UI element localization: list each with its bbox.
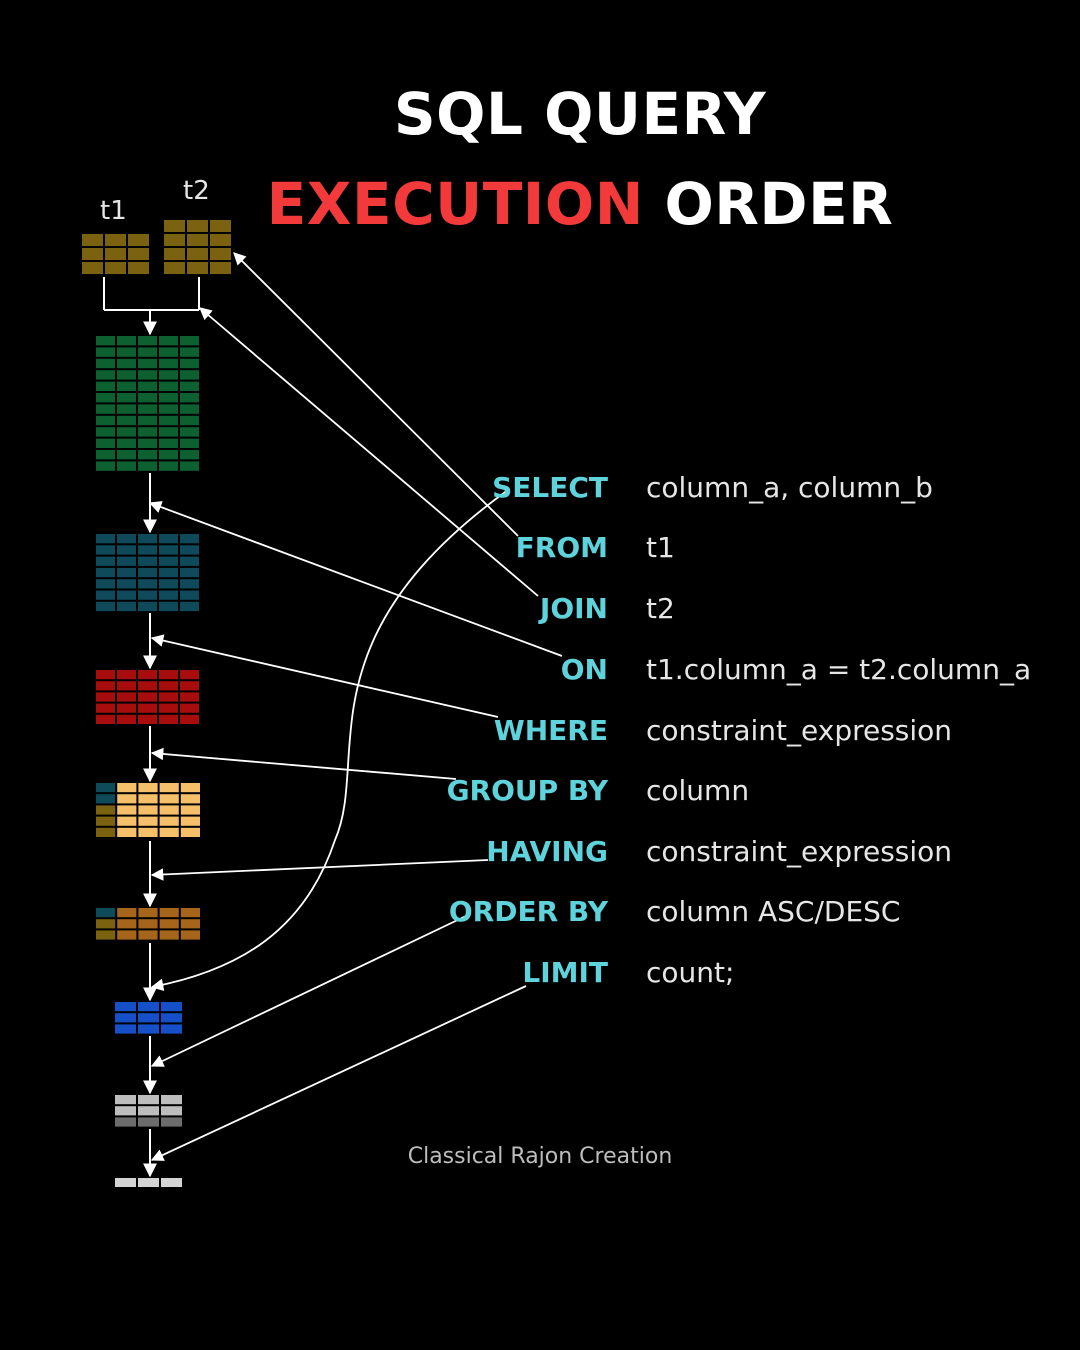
table-t2-icon xyxy=(164,220,231,274)
pointer-having xyxy=(150,859,489,881)
expression-limit: count; xyxy=(646,956,735,989)
keyword-groupby: GROUP BY xyxy=(446,774,608,807)
table-t1-icon xyxy=(82,234,149,274)
keyword-select: SELECT xyxy=(492,471,608,504)
pointer-limit xyxy=(150,985,527,1161)
keyword-from: FROM xyxy=(515,531,608,564)
title-rest: ORDER xyxy=(664,170,894,238)
expression-where: constraint_expression xyxy=(646,714,953,747)
title-line-2: EXECUTION ORDER xyxy=(0,170,1080,238)
keyword-orderby: ORDER BY xyxy=(448,895,608,928)
expression-join: t2 xyxy=(646,592,675,625)
expression-having: constraint_expression xyxy=(646,835,953,868)
title-highlight: EXECUTION xyxy=(266,170,644,238)
groupby-result-table xyxy=(96,783,200,837)
keyword-where: WHERE xyxy=(493,714,608,747)
title-line-1: SQL QUERY xyxy=(393,80,767,148)
pointer-join xyxy=(199,307,539,597)
expression-select: column_a, column_b xyxy=(646,471,933,504)
pointer-orderby xyxy=(150,915,467,1067)
having-result-table xyxy=(96,908,200,940)
table-label-t1: t1 xyxy=(100,196,127,226)
pointer-groupby xyxy=(150,747,457,780)
keyword-having: HAVING xyxy=(486,835,608,868)
join-result-table xyxy=(96,336,199,471)
where-result-table xyxy=(96,670,199,724)
expression-orderby: column ASC/DESC xyxy=(646,895,901,928)
pointer-from xyxy=(233,252,519,537)
expression-on: t1.column_a = t2.column_a xyxy=(646,653,1032,686)
keyword-on: ON xyxy=(560,653,608,686)
credit-text: Classical Rajon Creation xyxy=(407,1144,673,1169)
on-result-table xyxy=(96,534,199,612)
pointer-on xyxy=(148,501,563,657)
select-result-table xyxy=(115,1002,182,1034)
pointer-where xyxy=(150,634,499,718)
keyword-limit: LIMIT xyxy=(522,956,608,989)
keyword-join: JOIN xyxy=(539,592,608,625)
pointer-select xyxy=(150,489,509,992)
expression-from: t1 xyxy=(646,531,675,564)
orderby-result-table xyxy=(115,1095,182,1127)
limit-result-table xyxy=(115,1178,182,1187)
expression-groupby: column xyxy=(646,774,750,807)
table-label-t2: t2 xyxy=(183,176,210,206)
